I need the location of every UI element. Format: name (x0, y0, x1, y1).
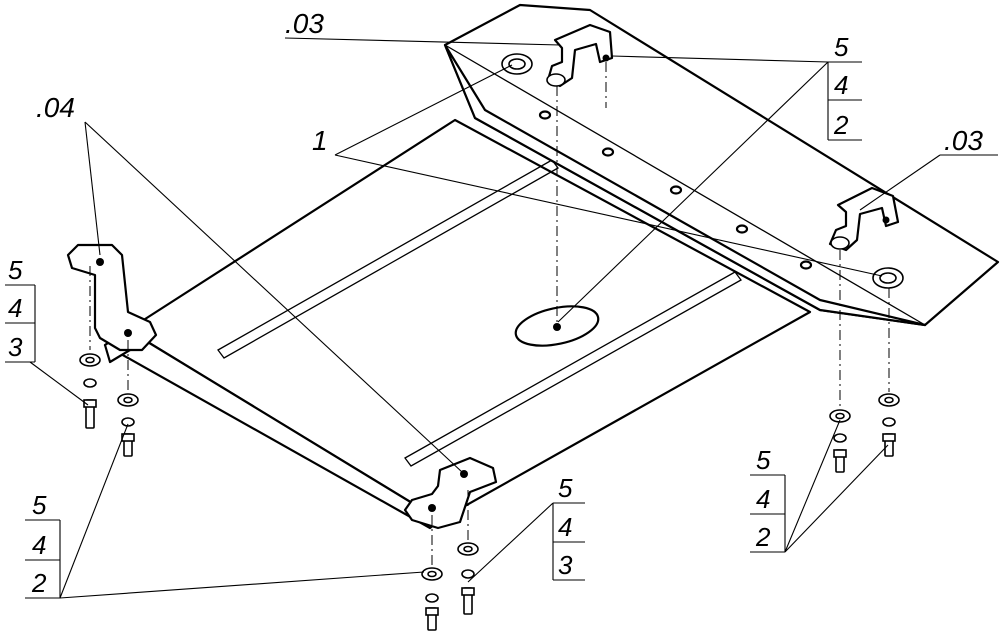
label-bracket-right: .03 (944, 125, 983, 156)
stack-bottom-left-2: 4 (32, 530, 46, 560)
stack-left-2: 4 (8, 293, 22, 323)
bracket-left (66, 243, 158, 352)
stack-top-right-1: 5 (834, 32, 849, 62)
stack-bottom-right-1: 5 (756, 445, 771, 475)
stack-top-right-2: 4 (834, 70, 848, 100)
label-plate: 1 (312, 125, 328, 156)
stack-rules (5, 61, 862, 599)
bracket-top (546, 23, 614, 88)
stack-bottom-mid-1: 5 (558, 473, 573, 503)
bracket-right (828, 186, 900, 252)
stack-bottom-right-3: 2 (755, 522, 771, 552)
stack-left-3: 3 (8, 332, 23, 362)
leader-lines (29, 37, 998, 599)
bracket-bottom (403, 456, 498, 530)
labels: .03 .03 .04 1 5 4 2 5 4 3 5 4 2 5 4 3 5 … (8, 8, 983, 598)
stack-bottom-left-3: 2 (31, 568, 47, 598)
center-lines (89, 62, 890, 565)
stack-top-right-3: 2 (833, 110, 849, 140)
label-bracket-top: .03 (285, 8, 324, 39)
stack-left-1: 5 (8, 255, 23, 285)
label-bracket-left: .04 (36, 92, 75, 123)
stack-bottom-right-2: 4 (756, 484, 770, 514)
stack-bottom-mid-2: 4 (558, 512, 572, 542)
hardware (79, 353, 900, 631)
stack-bottom-left-1: 5 (32, 490, 47, 520)
stack-bottom-mid-3: 3 (558, 550, 573, 580)
